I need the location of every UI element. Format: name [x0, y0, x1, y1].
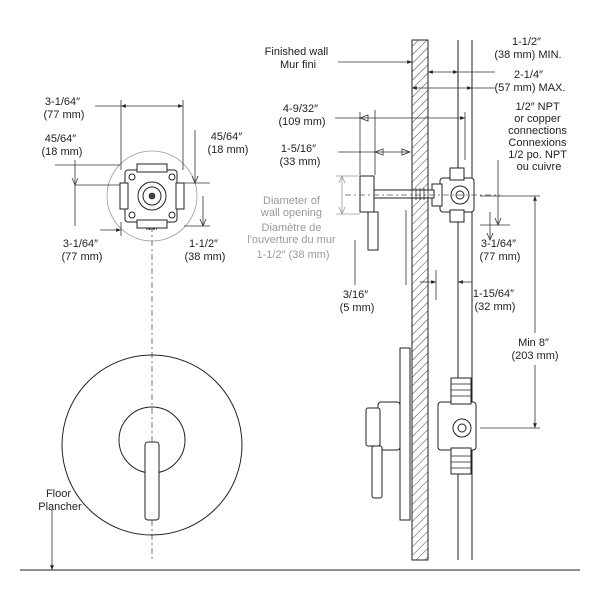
dim-left-offset: 45/64″ (18 mm)	[42, 133, 83, 158]
dim-bottom-right: 1-1/2″ (38 mm)	[185, 238, 226, 263]
finished-wall	[411, 39, 429, 561]
dim-body-height: 3-1/64″ (77 mm)	[480, 238, 521, 263]
front-opening-circle	[106, 150, 198, 242]
label-wall-opening: Diameter of wall opening Diamètre de l'o…	[247, 195, 338, 261]
trim-plate	[61, 354, 243, 536]
dim-stem: 1-5/16″ (33 mm)	[280, 143, 321, 168]
valve-label: INLET	[146, 226, 158, 231]
front-view: INLET 3-1/64″ (77 mm) 45/64″ (18 mm) 45/…	[42, 96, 249, 560]
trim-lever	[144, 441, 160, 521]
dim-bottom-width: 3-1/64″ (77 mm)	[62, 238, 103, 263]
dim-center-offset: 1-15/64″ (32 mm)	[473, 288, 517, 313]
dim-wall-min: 1-1/2″ (38 mm) MIN.	[494, 36, 561, 61]
side-view: Finished wall Mur fini 1-1/2″ (38 mm) MI…	[247, 36, 570, 561]
dim-top-width: 3-1/64″ (77 mm)	[44, 96, 85, 121]
label-floor: Floor Plancher	[38, 488, 82, 513]
side-valve-bottom	[365, 347, 477, 521]
dim-min-height: Min 8″ (203 mm)	[511, 337, 558, 362]
label-connections: 1/2″ NPT or copper connections Connexion…	[508, 101, 570, 173]
dim-wall-max: 2-1/4″ (57 mm) MAX.	[495, 69, 566, 94]
dim-right-offset: 45/64″ (18 mm)	[208, 131, 249, 156]
front-valve-body: INLET	[119, 163, 185, 231]
floor: Floor Plancher	[20, 488, 580, 571]
dim-depth: 4-9/32″ (109 mm)	[278, 103, 325, 128]
dim-gap: 3/16″ (5 mm)	[340, 289, 375, 314]
label-finished-wall: Finished wall Mur fini	[265, 46, 332, 71]
